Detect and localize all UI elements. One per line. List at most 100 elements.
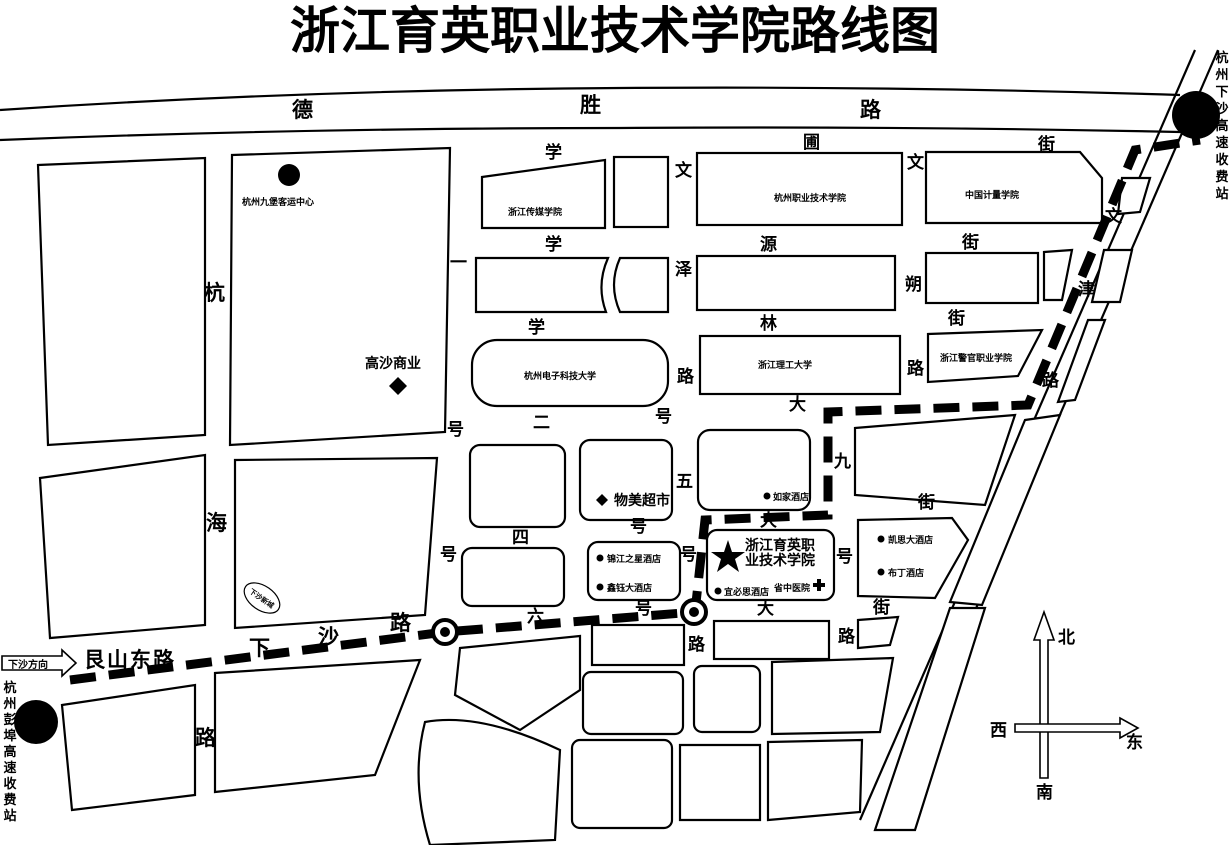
desheng-road-char-2: 胜 xyxy=(580,93,601,117)
label-chuanmei: 浙江传媒学院 xyxy=(508,206,562,218)
block-south-3 xyxy=(856,615,900,650)
compass-west: 西 xyxy=(990,721,1007,741)
label-xinyu: 鑫钰大酒店 xyxy=(606,582,652,594)
road-wenjin-3: 路 xyxy=(1042,370,1060,391)
hospital-cross-icon xyxy=(813,579,825,591)
block-mid-1 xyxy=(468,443,567,529)
road-erhao-2: 二 xyxy=(533,413,550,433)
road-jiu-2: 九 xyxy=(833,452,851,472)
road-dahao-3: 号 xyxy=(836,547,853,567)
road-wenjin-1: 文 xyxy=(1105,206,1123,227)
road-wuhao-1: 五 xyxy=(676,472,693,492)
block-jiubao xyxy=(228,146,452,447)
road-xueyuan-3: 街 xyxy=(961,232,979,253)
jinjiang-dot xyxy=(596,554,604,562)
pengbu-toll-dot xyxy=(14,700,58,744)
road-dahao-1: 号 xyxy=(440,545,457,565)
block-sliver-1 xyxy=(1116,176,1152,216)
road-wenze-3: 路 xyxy=(677,366,695,387)
label-dianzi: 杭州电子科技大学 xyxy=(524,370,596,382)
road-liuhao-2: 号 xyxy=(635,599,652,619)
label-jiubao: 杭州九堡客运中心 xyxy=(242,196,314,208)
label-kaisi: 凯思大酒店 xyxy=(888,534,933,546)
road-dalu-3: 街 xyxy=(872,597,890,618)
block-hotels-2 xyxy=(856,516,970,600)
rujia-dot xyxy=(763,492,771,500)
gaosha-diamond-icon xyxy=(389,377,407,395)
block-sw-2 xyxy=(213,658,422,794)
road-wenshuo-1: 文 xyxy=(907,152,925,173)
road-xiasha-2: 沙 xyxy=(318,625,339,649)
xiasha-direction-arrow xyxy=(1,648,78,678)
block-south-7 xyxy=(770,656,895,736)
road-xuepu-1: 学 xyxy=(545,142,562,163)
jiubao-dot xyxy=(278,164,300,186)
road-liuhao-1: 六 xyxy=(527,606,544,627)
block-row2-b xyxy=(612,256,670,314)
block-sliver-3 xyxy=(1090,248,1134,304)
block-jingguan xyxy=(926,328,1044,384)
kaisi-dot xyxy=(877,535,885,543)
road-xueyuan-1: 学 xyxy=(545,234,562,255)
road-dalu-1: 大 xyxy=(757,598,774,619)
block-south-6 xyxy=(692,664,762,734)
label-xiasha-direction: 下沙方向 xyxy=(8,658,48,671)
road-wenshuo-2: 朔 xyxy=(905,274,922,295)
desheng-road-north-edge xyxy=(0,86,1181,112)
compass-east: 东 xyxy=(1126,732,1143,753)
road-xuepu-3: 街 xyxy=(1037,134,1055,155)
road-hanghai-1: 杭 xyxy=(204,281,225,305)
block-school xyxy=(705,528,836,602)
label-jiliang: 中国计量学院 xyxy=(965,189,1019,201)
block-small-1 xyxy=(612,155,670,229)
block-row2-a xyxy=(474,256,610,314)
road-xiasha-1: 下 xyxy=(249,636,270,660)
road-jiu-3: 街 xyxy=(917,492,935,513)
block-ligong xyxy=(698,334,902,396)
road-dalu-2: 路 xyxy=(838,626,856,647)
road-hanghai-2: 海 xyxy=(206,511,227,535)
label-rujia: 如家酒店 xyxy=(773,491,809,503)
label-zhiyuan: 杭州职业技术学院 xyxy=(774,192,846,204)
road-wenshuo-3: 路 xyxy=(907,358,925,379)
interchange-west xyxy=(431,618,459,646)
block-sliver-2 xyxy=(1042,248,1074,302)
desheng-road-south-edge xyxy=(0,126,1181,142)
block-sliver-4 xyxy=(1056,318,1107,404)
block-dianzi xyxy=(470,338,670,408)
block-sliver-5 xyxy=(948,413,1062,607)
block-south-4 xyxy=(453,634,582,732)
road-hanghai-3: 路 xyxy=(195,726,217,750)
label-jinjiang: 锦江之星酒店 xyxy=(607,553,661,565)
road-sihao-1: 四 xyxy=(512,528,529,548)
block-row2-d xyxy=(924,251,1040,305)
road-xiasha-3: 路 xyxy=(390,611,412,635)
road-xuelin-3: 街 xyxy=(947,308,965,329)
label-school-line2: 业技术学院 xyxy=(745,552,815,569)
label-pengbu-toll: 杭州彭埠高速收费站 xyxy=(2,680,17,824)
desheng-road-char-3: 路 xyxy=(860,98,882,122)
xiasha-toll-dot xyxy=(1172,91,1220,139)
road-sihao-2: 号 xyxy=(630,517,647,537)
road-xueyuan-2: 源 xyxy=(760,234,777,255)
label-yubisi: 宜必思酒店 xyxy=(724,586,769,598)
xinyu-dot xyxy=(596,583,604,591)
road-lu-mid: 路 xyxy=(688,634,706,655)
block-jiliang xyxy=(924,150,1104,225)
road-erhao-3: 号 xyxy=(655,407,672,427)
xiasha-xincheng-oval xyxy=(243,582,281,614)
label-school-line1: 浙江育英职 xyxy=(745,537,815,554)
desheng-road-char-1: 德 xyxy=(292,98,313,122)
label-gaosha: 高沙商业 xyxy=(365,355,421,372)
block-south-2 xyxy=(712,619,831,661)
route-path xyxy=(69,135,1201,685)
map-title: 浙江育英职业技术学院路线图 xyxy=(290,2,940,60)
block-south-10 xyxy=(678,743,762,822)
block-east-1 xyxy=(853,413,1017,507)
compass xyxy=(1014,609,1140,779)
road-erhao-1: 号 xyxy=(447,420,464,440)
block-xiasha-xincheng xyxy=(233,456,439,630)
block-chuanmei xyxy=(480,158,607,230)
compass-south: 南 xyxy=(1036,782,1053,803)
